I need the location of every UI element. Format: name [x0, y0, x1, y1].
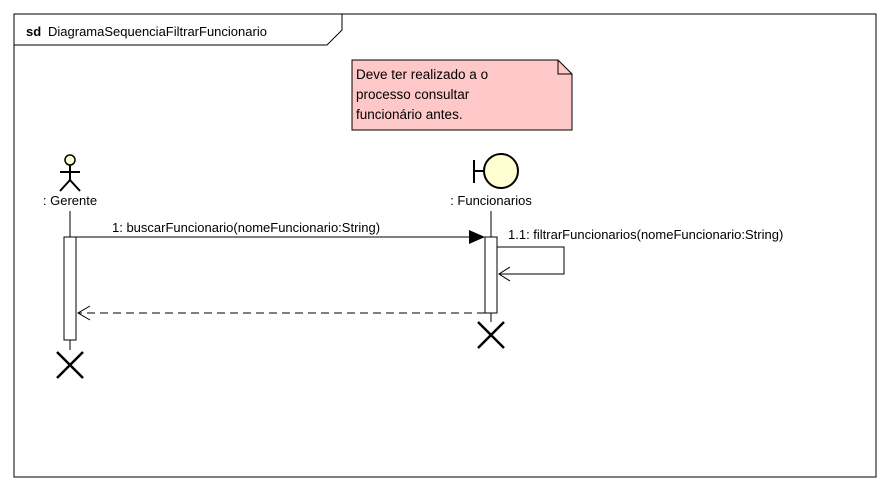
actor-stick-figure-icon: [59, 154, 81, 192]
note-line-1: Deve ter realizado a o: [356, 67, 488, 82]
destruction-x-icon: [477, 321, 505, 349]
activation-bar-funcionarios: [484, 236, 498, 314]
lifeline-funcionarios: : Funcionarios: [450, 153, 532, 349]
message-filtrar-funcionarios: 1.1: filtrarFuncionarios(nomeFuncionario…: [497, 227, 783, 282]
lifeline-label-funcionarios: : Funcionarios: [450, 193, 532, 208]
frame-title-tab: [13, 13, 343, 46]
frame-keyword: sd: [26, 24, 41, 39]
lifeline-gerente: : Gerente: [43, 154, 97, 379]
note: Deve ter realizado a o processo consulta…: [351, 59, 573, 131]
note-line-2: processo consultar: [356, 87, 470, 102]
self-message-line: [497, 246, 565, 275]
sync-arrowhead-icon: [469, 230, 485, 244]
note-line-3: funcionário antes.: [356, 107, 463, 122]
message-return: [77, 305, 485, 321]
open-arrowhead-icon: [498, 266, 511, 282]
message-label-1: 1: buscarFuncionario(nomeFuncionario:Str…: [112, 220, 380, 235]
note-body: [351, 59, 573, 131]
frame-name: DiagramaSequenciaFiltrarFuncionario: [48, 24, 267, 39]
activation-bar-gerente: [63, 236, 77, 341]
message-buscar-funcionario: 1: buscarFuncionario(nomeFuncionario:Str…: [76, 220, 485, 244]
message-label-1-1: 1.1: filtrarFuncionarios(nomeFuncionario…: [508, 227, 783, 242]
note-fold: [557, 60, 572, 75]
open-arrowhead-icon: [77, 305, 91, 321]
destruction-x-icon: [56, 351, 84, 379]
lifeline-label-gerente: : Gerente: [43, 193, 97, 208]
boundary-circle-icon: [473, 153, 519, 189]
